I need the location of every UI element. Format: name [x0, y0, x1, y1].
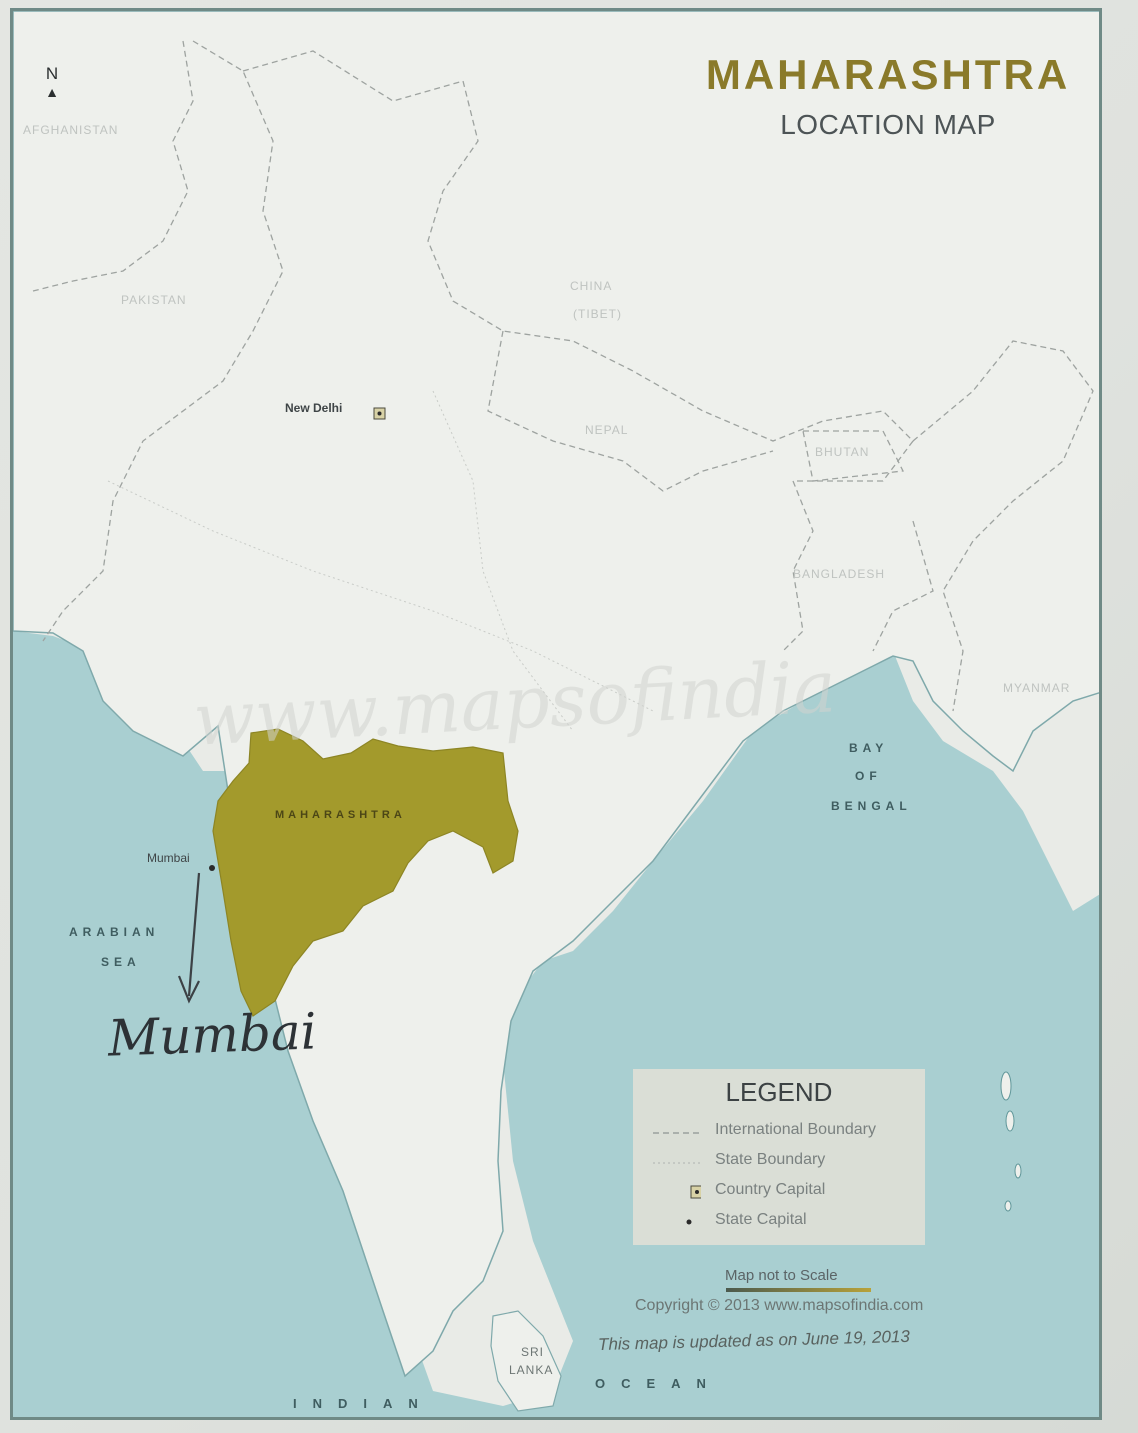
label-arabian: ARABIAN [69, 925, 160, 939]
scale-underline [726, 1288, 871, 1292]
andaman-island [1000, 1071, 1012, 1101]
label-nepal: NEPAL [585, 423, 629, 437]
label-bangladesh: BANGLADESH [793, 567, 886, 581]
state-boundary [107, 480, 654, 712]
label-indian: INDIAN [293, 1396, 434, 1411]
mumbai-dot [209, 865, 215, 871]
label-china-tibet: (TIBET) [573, 307, 622, 321]
label-afghanistan: AFGHANISTAN [23, 123, 119, 137]
legend-label: Country Capital [715, 1181, 826, 1198]
legend-item-international: International Boundary [633, 1121, 925, 1147]
legend-item-state-capital: State Capital [633, 1211, 925, 1237]
label-bay: BAY [849, 741, 889, 755]
boundary-bhutan [802, 430, 904, 482]
label-myanmar: MYANMAR [1003, 681, 1071, 695]
scale-note: Map not to Scale [725, 1267, 838, 1284]
nicobar-island [1014, 1163, 1022, 1179]
nicobar-island [1004, 1200, 1012, 1212]
boundary-east [872, 340, 1094, 712]
new-delhi-dot [377, 411, 382, 416]
map-title: MAHARASHTRA [705, 51, 1071, 98]
north-arrow-icon: ▲ [45, 84, 59, 100]
india-map [13, 11, 1099, 1417]
legend-item-state: State Boundary [633, 1151, 925, 1177]
north-label: N [45, 64, 59, 83]
label-mumbai: Mumbai [147, 851, 190, 865]
boundary-nepal [487, 330, 774, 492]
legend-label: State Capital [715, 1211, 807, 1228]
dot-icon [686, 1219, 692, 1225]
label-sea: SEA [101, 955, 141, 969]
boundary-west [32, 40, 284, 642]
copyright-text: Copyright © 2013 www.mapsofindia.com [635, 1297, 924, 1314]
label-new-delhi: New Delhi [285, 401, 343, 415]
dotted-line-icon [653, 1162, 701, 1164]
label-bhutan: BHUTAN [815, 445, 870, 459]
label-sri: SRI [521, 1345, 545, 1359]
legend-label: State Boundary [715, 1151, 826, 1168]
maharashtra-state [212, 728, 519, 1017]
map-subtitle: LOCATION MAP [780, 109, 996, 140]
label-bengal: BENGAL [831, 799, 912, 813]
boxed-dot-icon [690, 1185, 701, 1199]
label-ocean: OCEAN [595, 1376, 722, 1391]
legend-item-country-capital: Country Capital [633, 1181, 925, 1207]
label-china: CHINA [570, 279, 613, 293]
handwritten-arrow [177, 872, 201, 1004]
dash-line-icon [653, 1132, 701, 1134]
map-frame: www.mapsofindia N ▲ MAHARASHTRA LOCATION… [10, 8, 1102, 1420]
handwritten-mumbai: Mumbai [107, 1002, 318, 1068]
sri-lanka-shape [490, 1310, 562, 1412]
legend-title: LEGEND [725, 1077, 833, 1107]
label-lanka: LANKA [509, 1363, 554, 1377]
legend-box: LEGEND International Boundary State Boun… [633, 1069, 925, 1245]
label-pakistan: PAKISTAN [121, 293, 187, 307]
andaman-island [1005, 1110, 1015, 1132]
label-of: OF [855, 769, 882, 783]
boundary-north [242, 50, 914, 652]
label-maharashtra: MAHARASHTRA [275, 809, 406, 821]
legend-label: International Boundary [715, 1121, 876, 1138]
state-boundary [432, 390, 574, 732]
north-arrow: N ▲ [41, 65, 63, 101]
